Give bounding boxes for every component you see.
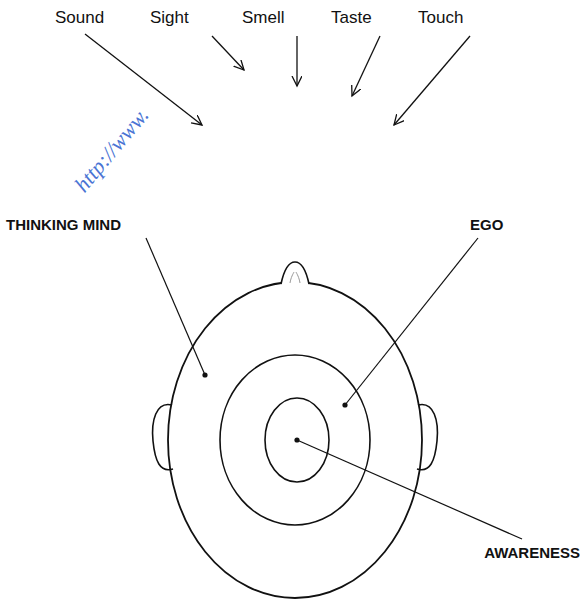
label-holder: Sound: [55, 9, 104, 28]
label-holder: Smell: [242, 9, 285, 28]
label-holder: EGO: [470, 216, 503, 234]
leader-line: [146, 238, 205, 375]
sense-label: Touch: [418, 9, 463, 28]
label-holder: THINKING MIND: [6, 216, 121, 234]
ego-ring-shape: [218, 353, 372, 527]
awareness-core: AWARENESS: [263, 396, 331, 484]
nose: [281, 262, 309, 284]
leader-line: [345, 238, 478, 405]
leader-dot: [202, 372, 207, 377]
watermark: http://www.: [70, 103, 154, 196]
sense-label: Sound: [55, 9, 104, 28]
sense-label: Taste: [331, 9, 372, 28]
label-holder: AWARENESS: [484, 544, 580, 562]
awareness-core: [265, 398, 329, 482]
label-holder: Touch: [418, 9, 463, 28]
sense-arrow: [352, 36, 380, 96]
leader-dot: [294, 437, 299, 442]
nose-detail: [290, 272, 300, 283]
node-label: THINKING MIND: [6, 217, 121, 234]
sense-arrow: [296, 36, 297, 86]
ego-ring: EGOAWARENESS: [218, 353, 372, 527]
leader-line: [297, 440, 522, 539]
node-label: EGO: [470, 217, 503, 234]
awareness-core-shape: [263, 396, 331, 484]
head-outline-shape: [150, 255, 440, 600]
label-holder: Sight: [150, 9, 189, 28]
label-holder: http://www.: [70, 103, 154, 196]
label-holder: Taste: [331, 9, 372, 28]
head-outline: [168, 282, 422, 598]
sense-label: Sight: [150, 9, 189, 28]
node-label: AWARENESS: [484, 545, 580, 562]
leader-lines: [146, 238, 522, 539]
sense-arrow: [212, 36, 244, 70]
sense-label: Smell: [242, 9, 285, 28]
ego-ring: [220, 355, 370, 525]
head-outline: THINKING MINDEGOAWARENESS: [150, 255, 440, 600]
sense-arrow: [394, 36, 470, 125]
leader-dot: [342, 402, 347, 407]
